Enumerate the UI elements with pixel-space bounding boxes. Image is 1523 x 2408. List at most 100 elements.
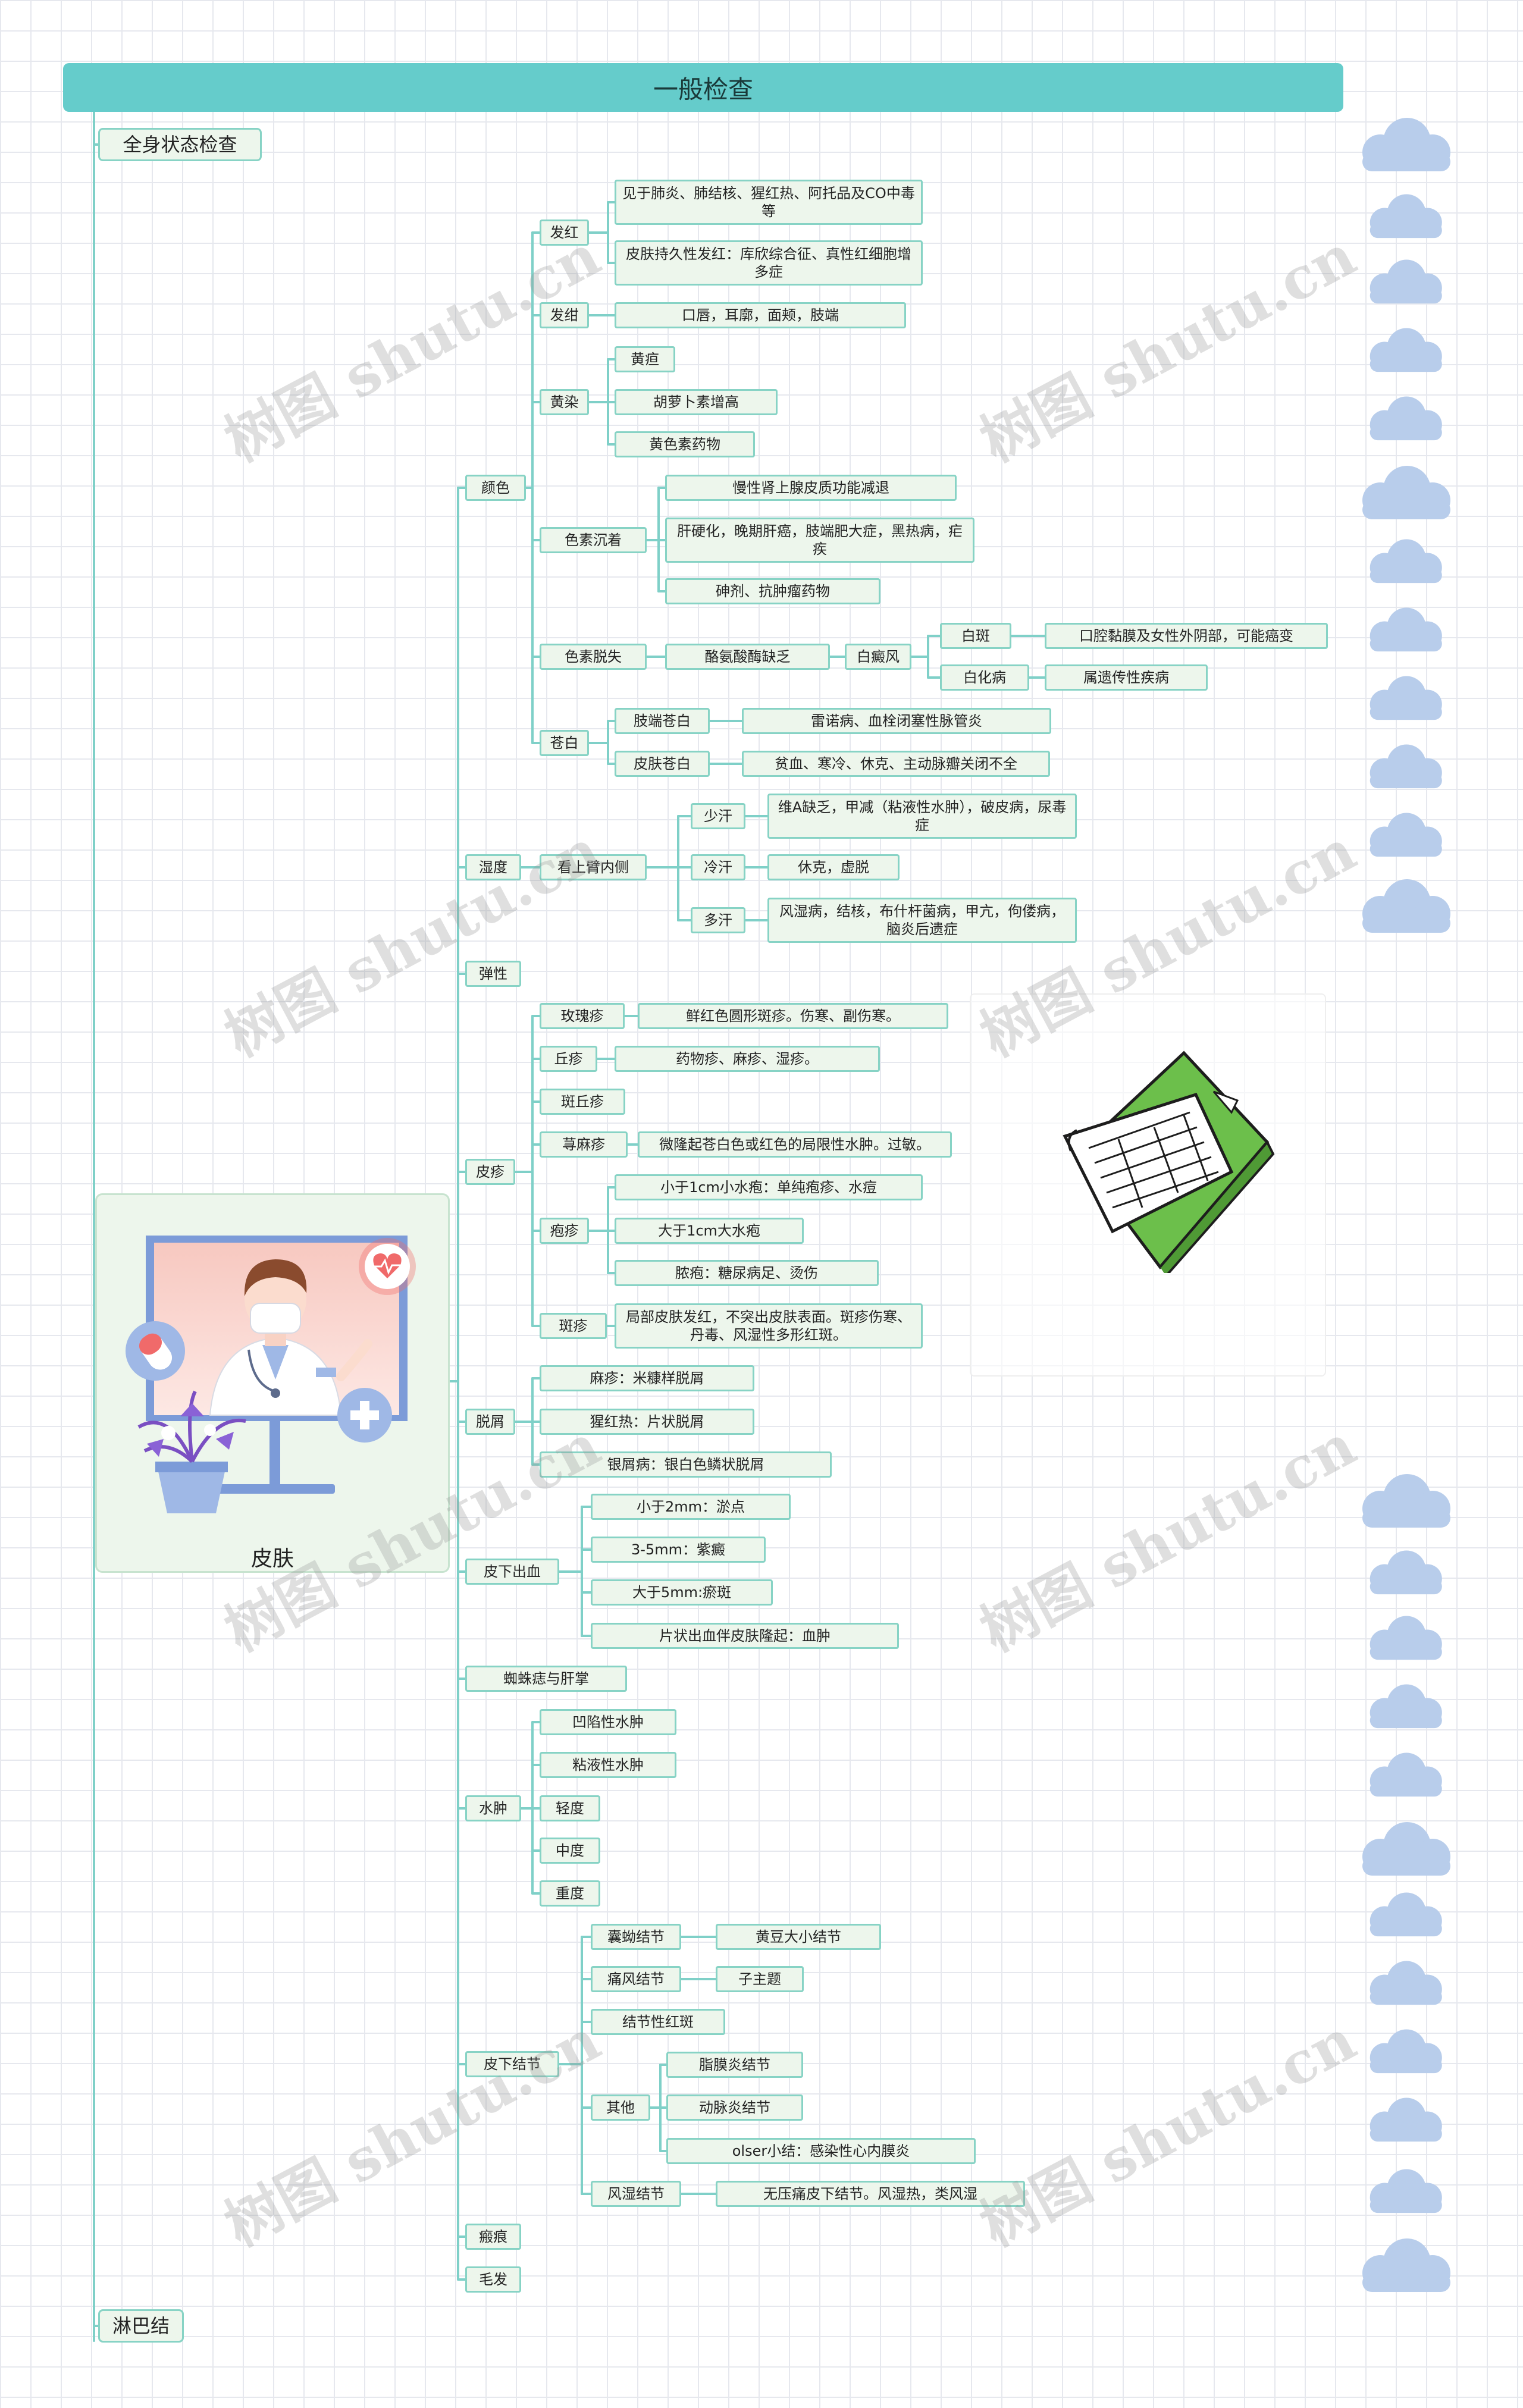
node-nodule-cyst[interactable]: 囊蚴结节 [591,1924,681,1950]
node-albinism-1[interactable]: 属遗传性疾病 [1045,664,1208,691]
node-leukoplakia-1[interactable]: 口腔黏膜及女性外阴部，可能癌变 [1045,623,1328,649]
node-nodule-rheum-1[interactable]: 无压痛皮下结节。风湿热，类风湿 [716,2181,1025,2207]
node-nodule-other[interactable]: 其他 [591,2095,650,2121]
node-hemorrhage-4[interactable]: 片状出血伴皮肤隆起：血肿 [591,1623,899,1649]
node-nodule-rheum[interactable]: 风湿结节 [591,2181,681,2207]
node-hemorrhage[interactable]: 皮下出血 [465,1559,559,1585]
node-desquam-3[interactable]: 银屑病：银白色鳞状脱屑 [540,1451,832,1478]
node-hemorrhage-3[interactable]: 大于5mm:瘀斑 [591,1579,773,1606]
node-cold-sweat[interactable]: 冷汗 [691,854,745,880]
node-urticaria[interactable]: 荨麻疹 [540,1131,628,1158]
node-hemorrhage-1[interactable]: 小于2mm：淤点 [591,1494,791,1520]
cloud-icon [1370,1961,1442,2005]
node-jaundice-3[interactable]: 黄色素药物 [615,431,755,457]
node-more-sweat[interactable]: 多汗 [691,907,745,933]
node-rash[interactable]: 皮疹 [465,1159,515,1185]
node-cyanosis-1[interactable]: 口唇，耳廓，面颊，肢端 [615,302,906,328]
node-roseola[interactable]: 玫瑰疹 [540,1003,625,1029]
node-desquam-2[interactable]: 猩红热：片状脱屑 [540,1409,754,1435]
node-jaundice-2[interactable]: 胡萝卜素增高 [615,389,778,415]
node-nodule-gout-1[interactable]: 子主题 [716,1966,804,1992]
node-nodule-other-2[interactable]: 动脉炎结节 [666,2095,803,2121]
node-hair[interactable]: 毛发 [465,2266,521,2293]
node-papule[interactable]: 丘疹 [540,1046,597,1072]
skin-label: 皮肤 [250,1547,294,1571]
node-pigment-2[interactable]: 肝硬化，晚期肝癌，肢端肥大症，黑热病，疟疾 [665,518,974,563]
node-depig-1[interactable]: 酪氨酸酶缺乏 [665,644,830,670]
node-nodule-erythema[interactable]: 结节性红斑 [591,2009,725,2035]
node-nodule[interactable]: 皮下结节 [465,2051,559,2077]
node-leukoplakia[interactable]: 白斑 [940,623,1011,649]
node-scar[interactable]: 瘢痕 [465,2224,521,2250]
node-edema-3[interactable]: 轻度 [540,1795,600,1821]
branch-skin[interactable]: 皮肤 [95,1193,450,1573]
node-pigment-1[interactable]: 慢性肾上腺皮质功能减退 [665,475,957,501]
cloud-icon [1362,466,1450,519]
node-flush-1[interactable]: 见于肺炎、肺结核、猩红热、阿托品及CO中毒等 [615,180,923,225]
cloud-icon [1362,1822,1450,1876]
node-cyanosis[interactable]: 发绀 [540,302,589,328]
cloud-icon [1370,1550,1442,1595]
node-elasticity[interactable]: 弹性 [465,961,521,987]
node-pale-limb-1[interactable]: 雷诺病、血栓闭塞性脉管炎 [742,708,1051,734]
node-urticaria-1[interactable]: 微隆起苍白色或红色的局限性水肿。过敏。 [638,1131,952,1158]
node-edema-5[interactable]: 重度 [540,1880,600,1907]
node-roseola-1[interactable]: 鲜红色圆形斑疹。伤寒、副伤寒。 [638,1003,948,1029]
node-hemorrhage-2[interactable]: 3-5mm：紫癜 [591,1537,766,1563]
node-desquam-1[interactable]: 麻疹：米糠样脱屑 [540,1365,754,1391]
node-nodule-cyst-1[interactable]: 黄豆大小结节 [716,1924,881,1950]
node-more-sweat-1[interactable]: 风湿病，结核，布什杆菌病，甲亢，佝偻病，脑炎后遗症 [767,898,1077,943]
node-blister-3[interactable]: 脓疱：糖尿病足、烫伤 [615,1260,879,1286]
node-pigment-3[interactable]: 砷剂、抗肿瘤药物 [665,578,880,604]
node-flush[interactable]: 发红 [540,220,589,246]
node-spider[interactable]: 蜘蛛痣与肝掌 [465,1666,627,1692]
node-jaundice-1[interactable]: 黄疸 [615,346,675,372]
node-pale-limb[interactable]: 肢端苍白 [615,708,710,734]
node-edema-1[interactable]: 凹陷性水肿 [540,1709,676,1735]
node-blister[interactable]: 疱疹 [540,1218,589,1244]
node-depig[interactable]: 色素脱失 [540,644,647,670]
branch-lymph[interactable]: 淋巴结 [98,2309,184,2343]
node-edema[interactable]: 水肿 [465,1795,521,1821]
cloud-icon [1362,118,1450,171]
cloud-icon [1370,2097,1442,2142]
node-cold-sweat-1[interactable]: 休克，虚脱 [767,854,900,880]
node-nodule-other-3[interactable]: olser小结：感染性心内膜炎 [666,2138,976,2164]
node-edema-4[interactable]: 中度 [540,1838,600,1864]
node-desquam[interactable]: 脱屑 [465,1409,515,1435]
node-flush-2[interactable]: 皮肤持久性发红：库欣综合征、真性红细胞增多症 [615,240,923,286]
node-pale[interactable]: 苍白 [540,730,589,756]
cloud-icon [1370,2029,1442,2074]
node-less-sweat-1[interactable]: 维A缺乏，甲减（粘液性水肿），破皮病，尿毒症 [767,794,1077,839]
node-macule[interactable]: 斑疹 [540,1313,607,1339]
node-humidity[interactable]: 湿度 [465,854,521,880]
cloud-icon [1370,396,1442,441]
node-albinism[interactable]: 白化病 [940,664,1029,691]
node-color[interactable]: 颜色 [465,475,526,501]
node-blister-1[interactable]: 小于1cm小水疱：单纯疱疹、水痘 [615,1174,923,1200]
node-blister-2[interactable]: 大于1cm大水疱 [615,1218,804,1244]
cloud-icon [1370,1752,1442,1797]
node-macule-1[interactable]: 局部皮肤发红，不突出皮肤表面。斑疹伤寒、丹毒、风湿性多形红斑。 [615,1303,923,1349]
node-pigment[interactable]: 色素沉着 [540,527,647,553]
node-pale-skin-1[interactable]: 贫血、寒冷、休克、主动脉瓣关闭不全 [742,751,1050,777]
cloud-icon [1370,607,1442,652]
cloud-icon [1370,328,1442,372]
cloud-icon [1370,676,1442,720]
node-less-sweat[interactable]: 少汗 [691,803,745,829]
cloud-icon [1370,2169,1442,2213]
node-edema-2[interactable]: 粘液性水肿 [540,1752,676,1778]
node-vitiligo[interactable]: 白癜风 [845,644,911,670]
node-pale-skin[interactable]: 皮肤苍白 [615,751,710,777]
branch-general-status[interactable]: 全身状态检查 [98,128,262,161]
node-arm[interactable]: 看上臂内侧 [540,854,647,880]
cloud-icon [1370,194,1442,239]
node-nodule-gout[interactable]: 痛风结节 [591,1966,681,1992]
node-maculopapule[interactable]: 斑丘疹 [540,1089,625,1115]
node-nodule-other-1[interactable]: 脂膜炎结节 [666,2052,803,2078]
cloud-icon [1370,813,1442,857]
node-jaundice[interactable]: 黄染 [540,389,589,415]
node-papule-1[interactable]: 药物疹、麻疹、湿疹。 [615,1046,880,1072]
document-folder-icon [1063,1051,1275,1273]
